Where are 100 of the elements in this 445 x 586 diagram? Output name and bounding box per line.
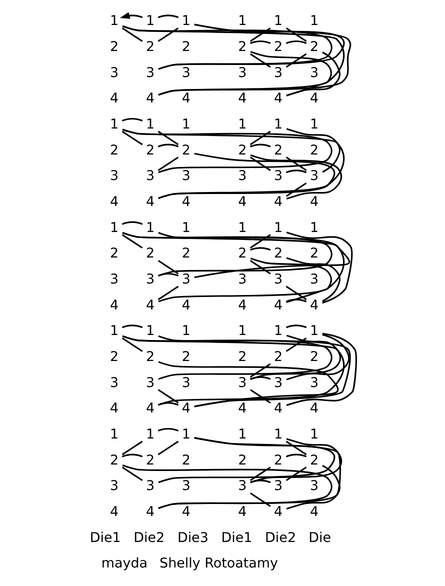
- node-text: 2: [182, 142, 190, 158]
- connector: [250, 156, 271, 172]
- node-text: 3: [274, 272, 283, 288]
- node-text: 4: [274, 297, 283, 314]
- node-text: 4: [310, 90, 319, 107]
- node-text: 2: [110, 39, 119, 56]
- node-text: 4: [238, 297, 247, 314]
- connector: [250, 492, 271, 507]
- node-text: 1: [182, 323, 190, 340]
- node-text: 2: [310, 349, 319, 366]
- node-text: 1: [310, 323, 319, 340]
- connector: [286, 232, 353, 304]
- node-text: 4: [182, 194, 190, 210]
- connector: [286, 466, 307, 482]
- node-text: 3: [310, 272, 319, 288]
- node-text: 4: [274, 504, 283, 520]
- node-text: 1: [310, 116, 319, 133]
- connector: [122, 232, 345, 302]
- connector: [286, 40, 307, 44]
- node-text: 2: [238, 452, 247, 468]
- connector: [158, 27, 179, 42]
- node-text: 4: [110, 194, 119, 210]
- connector: [122, 466, 143, 482]
- node-text: 1: [310, 13, 319, 30]
- node-text: 3: [310, 478, 319, 494]
- connector: [158, 14, 179, 18]
- connector: [286, 53, 307, 68]
- node-text: 2: [110, 349, 119, 366]
- label: Die1: [221, 530, 252, 546]
- connector: [250, 130, 271, 146]
- node-text: 2: [182, 452, 190, 468]
- node-text: 1: [146, 13, 155, 30]
- connector: [122, 232, 332, 276]
- connector: [122, 335, 332, 380]
- connector: [158, 260, 179, 274]
- connector: [286, 334, 350, 380]
- node-text: 3: [238, 272, 247, 288]
- connector: [250, 389, 271, 404]
- label: Die2: [134, 530, 165, 546]
- connector: [250, 376, 271, 380]
- node-text: 1: [238, 13, 247, 30]
- connector: [250, 438, 342, 484]
- node-text: 2: [110, 246, 119, 262]
- node-text: 1: [310, 426, 319, 443]
- node-text: 3: [182, 64, 190, 81]
- connector: [286, 324, 307, 328]
- node-text: 3: [110, 64, 119, 81]
- node-text: 4: [182, 400, 190, 417]
- connector: [158, 24, 344, 70]
- node-text: 4: [274, 90, 283, 107]
- node-text: 1: [238, 426, 247, 443]
- node-text: 1: [182, 116, 190, 133]
- node-text: 3: [310, 64, 319, 81]
- connector: [286, 182, 307, 197]
- connector: [286, 440, 307, 456]
- node-text: 1: [146, 220, 155, 236]
- connector: [122, 440, 143, 456]
- node-text: 3: [238, 64, 247, 81]
- connector: [122, 128, 332, 174]
- node-text: 2: [310, 142, 319, 158]
- node-text: 1: [274, 220, 283, 236]
- node-text: 3: [182, 478, 190, 494]
- node-text: 1: [110, 323, 119, 340]
- node-text: 3: [146, 478, 155, 494]
- node-text: 2: [110, 452, 119, 468]
- node-text: 4: [110, 504, 119, 520]
- node-text: 1: [110, 13, 119, 30]
- node-text: 2: [146, 452, 155, 468]
- connector: [158, 144, 179, 148]
- label: Die2: [265, 530, 296, 546]
- connector: [250, 53, 271, 68]
- node-text: 2: [274, 452, 283, 468]
- node-text: 3: [146, 168, 155, 184]
- connector: [158, 361, 338, 408]
- node-text: 4: [238, 90, 247, 107]
- node-text: 2: [310, 452, 319, 468]
- node-text: 3: [274, 168, 283, 184]
- node-text: 1: [310, 220, 319, 236]
- connector: [250, 27, 271, 42]
- node-text: 2: [310, 246, 319, 262]
- node-text: 1: [182, 220, 190, 236]
- node-text: 2: [182, 349, 190, 366]
- node-text: 4: [310, 400, 319, 417]
- connector: [286, 257, 340, 302]
- node-text: 1: [110, 220, 119, 236]
- node-text: 3: [110, 272, 119, 288]
- connector: [286, 128, 340, 173]
- node-text: 4: [182, 504, 190, 520]
- node-text: 1: [274, 13, 283, 30]
- connector: [122, 25, 345, 96]
- node-text: 2: [146, 246, 155, 262]
- connector: [158, 437, 335, 484]
- node-text: 4: [238, 400, 247, 417]
- label: Die: [308, 530, 332, 546]
- node-text: 4: [110, 297, 119, 314]
- node-text: 1: [146, 426, 155, 443]
- node-text: 1: [274, 426, 283, 443]
- connector: [250, 154, 342, 200]
- node-text: 3: [310, 374, 319, 391]
- node-text: 1: [146, 323, 155, 340]
